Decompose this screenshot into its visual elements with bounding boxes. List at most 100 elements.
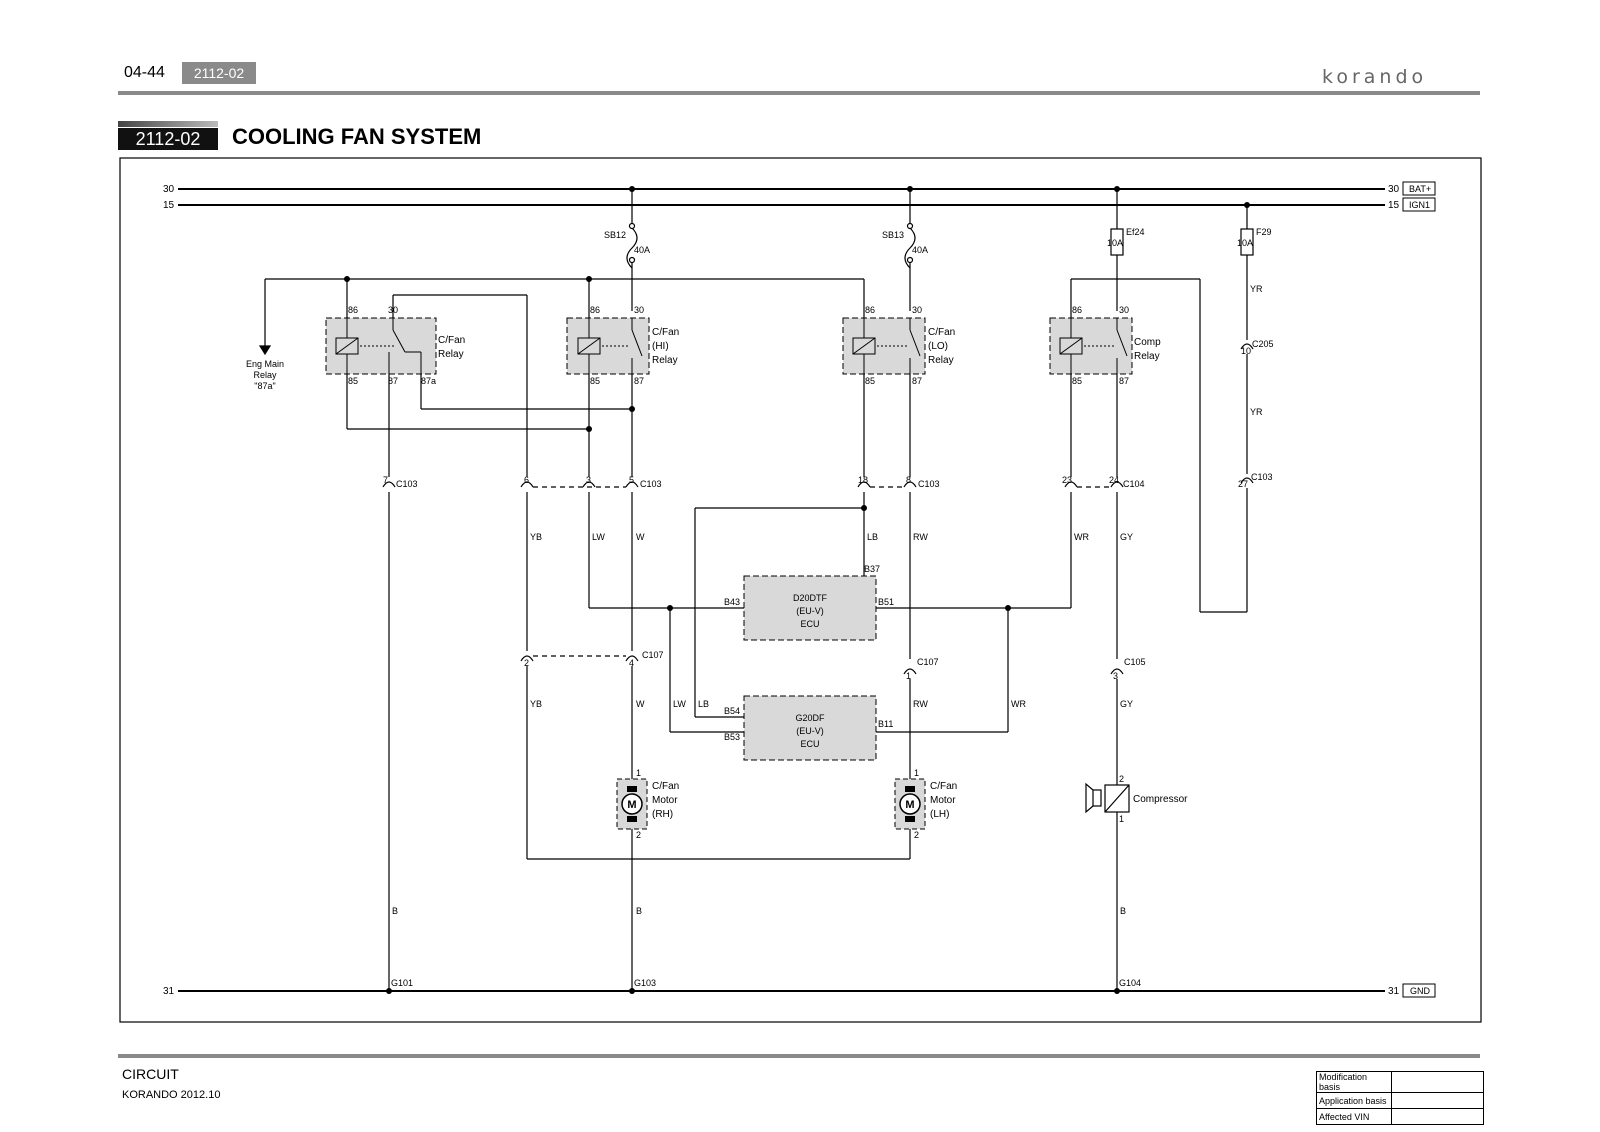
wire-rw-2: RW <box>913 699 928 709</box>
ecu2-label-3: ECU <box>800 739 819 749</box>
ecu2-pin-b53: B53 <box>724 732 740 742</box>
conn-pin-24: 24 <box>1109 475 1119 485</box>
wire-lb-2: LB <box>698 699 709 709</box>
bus-31-label-right: 31 <box>1388 986 1400 997</box>
section-badge: 2112-02 <box>182 62 256 84</box>
bus-15-label: 15 <box>163 200 175 211</box>
relay2-pin85: 85 <box>590 376 600 386</box>
relay2-pin30: 30 <box>634 305 644 315</box>
motor-lh-label-3: (LH) <box>930 809 949 820</box>
motor-rh-pin2: 2 <box>636 830 641 840</box>
fuse-sb12-label: SB12 <box>604 230 626 240</box>
wire-lw-1: LW <box>592 532 605 542</box>
conn-pin-6: 6 <box>524 475 529 485</box>
motor-lh-label-2: Motor <box>930 795 956 806</box>
fuse-sb12-symbol <box>626 227 638 269</box>
relay-comp <box>1049 317 1133 375</box>
relay3-pin86: 86 <box>865 305 875 315</box>
ecu1-pin-b37: B37 <box>864 564 880 574</box>
relay2-label-3: Relay <box>652 355 678 366</box>
eng-main-relay-arrow <box>258 345 272 356</box>
relay4-pin30: 30 <box>1119 305 1129 315</box>
gnd-label-box <box>1402 983 1436 998</box>
relay4-label-2: Relay <box>1134 351 1160 362</box>
fuse-sb12-rating: 40A <box>634 245 650 255</box>
conn-pin-3: 3 <box>586 475 591 485</box>
ecu1-label-2: (EU-V) <box>796 606 824 616</box>
compressor-pin1: 1 <box>1119 814 1124 824</box>
ground-g103: G103 <box>634 978 656 988</box>
conn-c103-label-4: C103 <box>1251 472 1273 482</box>
motor-rh-label-1: C/Fan <box>652 781 679 792</box>
wire-yr-1: YR <box>1250 284 1263 294</box>
fuse-f29-rating: 10A <box>1237 238 1253 248</box>
conn-c104-label: C104 <box>1123 479 1145 489</box>
conn-pin-4: 4 <box>629 658 634 668</box>
header-rule <box>118 91 1480 95</box>
relay4-pin85: 85 <box>1072 376 1082 386</box>
brand-logo: korando <box>1322 66 1428 88</box>
eng-main-relay-label-3: "87a" <box>254 381 275 391</box>
wire-yb-1: YB <box>530 532 542 542</box>
eng-main-relay-label-2: Relay <box>253 370 277 380</box>
relay3-pin85: 85 <box>865 376 875 386</box>
motor-lh-pin1: 1 <box>914 768 919 778</box>
fuse-ef24-rating: 10A <box>1107 238 1123 248</box>
title-code-decoration <box>118 121 218 127</box>
conn-pin-2: 2 <box>524 658 529 668</box>
relay2-label-2: (HI) <box>652 341 669 352</box>
wire-lw-2: LW <box>673 699 686 709</box>
bus-15-label-right: 15 <box>1388 200 1400 211</box>
relay-cfan <box>325 317 437 375</box>
conn-pin-5: 5 <box>629 475 634 485</box>
motor-lh-label-1: C/Fan <box>930 781 957 792</box>
relay-cfan-hi <box>566 317 650 375</box>
conn-pin-27: 27 <box>1238 479 1248 489</box>
conn-pin-10: 10 <box>1241 346 1251 356</box>
conn-pin-3b: 3 <box>1113 671 1118 681</box>
relay2-pin87: 87 <box>634 376 644 386</box>
wire-b-3: B <box>1120 906 1126 916</box>
relay4-pin86: 86 <box>1072 305 1082 315</box>
conn-pin-7: 7 <box>383 475 388 485</box>
ecu2-pin-b11: B11 <box>878 719 893 729</box>
fuse-f29-label: F29 <box>1256 227 1272 237</box>
compressor-pin2: 2 <box>1119 774 1124 784</box>
conn-pin-1: 1 <box>906 671 911 681</box>
compressor-symbol <box>1085 782 1130 814</box>
conn-c205-label: C205 <box>1252 339 1274 349</box>
relay1-pin87a: 87a <box>421 376 436 386</box>
eng-main-relay-label-1: Eng Main <box>246 359 284 369</box>
ecu1-pin-b51: B51 <box>878 597 894 607</box>
wire-rw-1: RW <box>913 532 928 542</box>
motor-rh-label-3: (RH) <box>652 809 673 820</box>
conn-pin-8: 8 <box>906 475 911 485</box>
conn-c107-label-2: C107 <box>917 657 939 667</box>
conn-c103-label-3: C103 <box>918 479 940 489</box>
motor-rh-label-2: Motor <box>652 795 678 806</box>
relay-cfan-lo <box>842 317 926 375</box>
ecu2-pin-b54: B54 <box>724 706 740 716</box>
info-label: Application basis <box>1316 1092 1392 1109</box>
wire-lb-1: LB <box>867 532 878 542</box>
relay1-pin30: 30 <box>388 305 398 315</box>
conn-c107-label-1: C107 <box>642 650 664 660</box>
ecu1-label-1: D20DTF <box>793 593 828 603</box>
ecu1-pin-b43: B43 <box>724 597 740 607</box>
fuse-ef24-label: Ef24 <box>1126 227 1145 237</box>
conn-pin-18: 18 <box>858 475 868 485</box>
fuse-sb13-label: SB13 <box>882 230 904 240</box>
bat-label-box <box>1402 181 1436 196</box>
bat-label: BAT+ <box>1409 184 1431 194</box>
relay1-pin85: 85 <box>348 376 358 386</box>
footer-model: KORANDO 2012.10 <box>122 1089 221 1101</box>
ign-label: IGN1 <box>1409 200 1430 210</box>
page-number: 04-44 <box>124 64 165 81</box>
wire-b-2: B <box>636 906 642 916</box>
info-row: Application basis <box>1316 1092 1484 1109</box>
title-code: 2112-02 <box>118 128 218 150</box>
motor-lh-pin2: 2 <box>914 830 919 840</box>
gnd-label: GND <box>1410 986 1431 996</box>
ign-label-box <box>1402 197 1436 212</box>
